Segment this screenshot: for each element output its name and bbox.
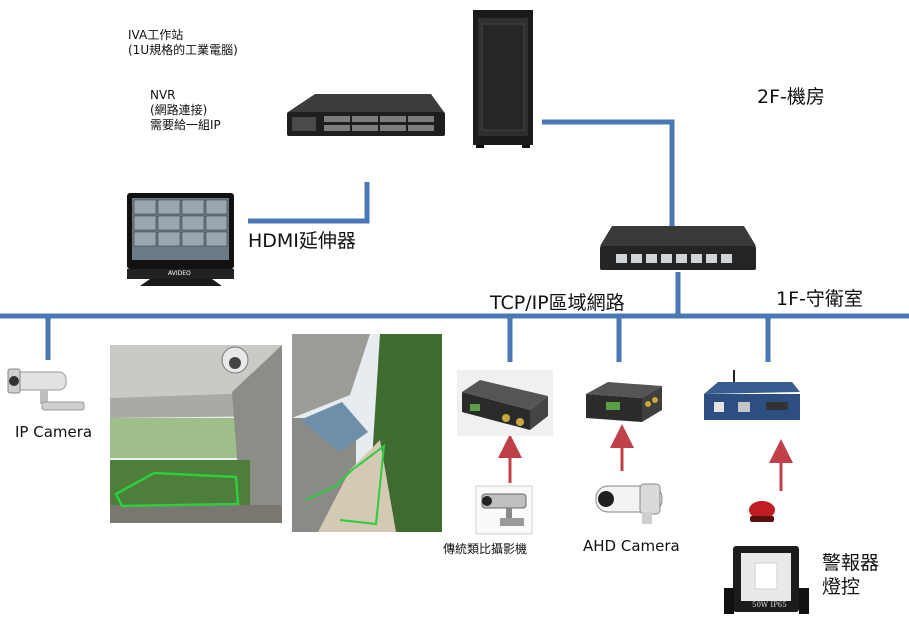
- nvr-line-2: (網路連接): [150, 103, 208, 117]
- lan-label: TCP/IP區域網路: [490, 292, 625, 314]
- nvr-to-hdmi-link: [248, 182, 370, 224]
- iva-line-1: IVA工作站: [128, 28, 184, 42]
- room-2f-label: 2F-機房: [757, 86, 825, 108]
- monitor-brand-text: AVIDEO: [168, 270, 191, 277]
- ahd-camera-label: AHD Camera: [583, 537, 680, 555]
- io-controller-device: [704, 370, 800, 420]
- iva-workstation-label: IVA工作站 (1U規格的工業電腦): [128, 28, 238, 58]
- alarm-light-label: 警報器 燈控: [822, 552, 879, 600]
- alarm-light-device: [749, 501, 775, 522]
- detection-zone-2: [305, 443, 386, 526]
- iva-line-2: (1U規格的工業電腦): [128, 43, 238, 57]
- camera-view-photo-1: [110, 345, 282, 523]
- ahd-camera-device: [595, 483, 663, 524]
- signal-arrows: [498, 424, 793, 491]
- monitor-display: [127, 193, 234, 286]
- detection-zone-1: [114, 471, 240, 508]
- alarm-line-1: 警報器: [822, 552, 880, 574]
- hdmi-extender-label: HDMI延伸器: [248, 230, 356, 252]
- nvr-device: [287, 94, 445, 136]
- nvr-line-3: 需要給一組IP: [150, 118, 221, 132]
- room-1f-label: 1F-守衛室: [776, 288, 863, 310]
- analog-encoder-device: [457, 370, 553, 436]
- alarm-line-2: 燈控: [822, 575, 861, 598]
- nvr-label: NVR (網路連接) 需要給一組IP: [150, 88, 221, 133]
- ip-camera-label: IP Camera: [15, 423, 93, 441]
- nvr-line-1: NVR: [150, 88, 176, 102]
- camera-view-photo-2: [292, 334, 442, 532]
- ip-camera-device: [7, 368, 85, 411]
- network-switch: [600, 226, 756, 270]
- rack-to-switch-link: [542, 119, 675, 226]
- network-lines: [0, 119, 909, 362]
- server-rack: [473, 10, 533, 148]
- analog-camera-device: [475, 485, 533, 535]
- floodlight-badge-text: 50W IP65: [752, 601, 787, 609]
- analog-camera-label: 傳統類比攝影機: [443, 542, 528, 556]
- ahd-encoder-device: [586, 382, 662, 422]
- floodlight-device: [724, 546, 809, 614]
